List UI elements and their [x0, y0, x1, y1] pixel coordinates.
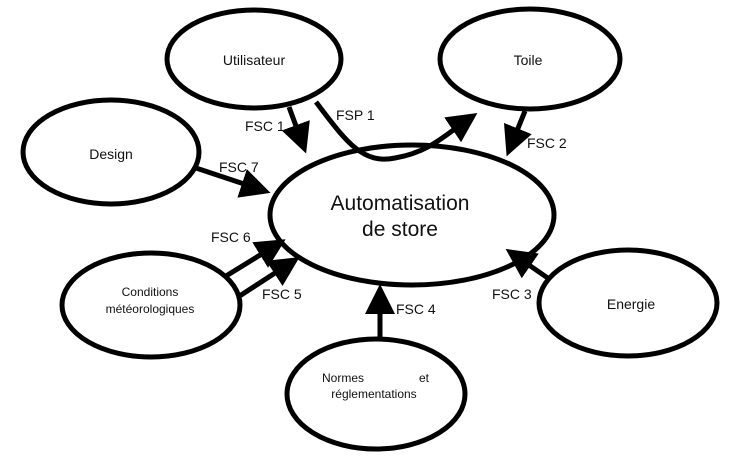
node-design — [20, 97, 202, 207]
node-toile — [437, 6, 623, 112]
label-toile: Toile — [514, 52, 543, 68]
edge-label-fsc3: FSC 3 — [492, 286, 532, 302]
edge-label-fsc4: FSC 4 — [396, 301, 436, 317]
center-node — [267, 142, 557, 288]
label-design: Design — [89, 146, 133, 162]
edge-fsc5 — [236, 257, 300, 300]
edge-fsc6 — [224, 239, 286, 279]
edge-label-fsc6: FSC 6 — [211, 229, 251, 245]
label-conditions-2: météorologiques — [106, 302, 195, 316]
center-label-1: Automatisation — [331, 192, 470, 215]
edge-label-fsc1: FSC 1 — [245, 118, 285, 134]
edge-label-fsc5: FSC 5 — [262, 286, 302, 302]
center-label-2: de store — [362, 218, 438, 241]
label-normes-1: Normes — [322, 371, 364, 385]
edge-label-fsc7: FSC 7 — [219, 159, 259, 175]
edge-label-fsp1: FSP 1 — [336, 107, 375, 123]
node-conditions — [59, 250, 243, 360]
label-normes-word: Normes — [322, 371, 364, 385]
edge-fsc7 — [195, 165, 271, 198]
label-normes-2: réglementations — [331, 387, 416, 401]
label-utilisateur: Utilisateur — [223, 52, 286, 68]
edge-label-fsc2: FSC 2 — [527, 135, 567, 151]
edge-fsp1 — [314, 100, 478, 162]
label-energie: Energie — [607, 296, 655, 312]
node-utilisateur — [164, 7, 344, 111]
node-normes — [284, 336, 468, 452]
edge-fsc1 — [281, 106, 310, 154]
label-conditions-1: Conditions — [122, 285, 179, 299]
edge-fsc2 — [503, 110, 532, 157]
label-normes-et: et — [419, 371, 430, 385]
node-energie — [536, 247, 720, 359]
